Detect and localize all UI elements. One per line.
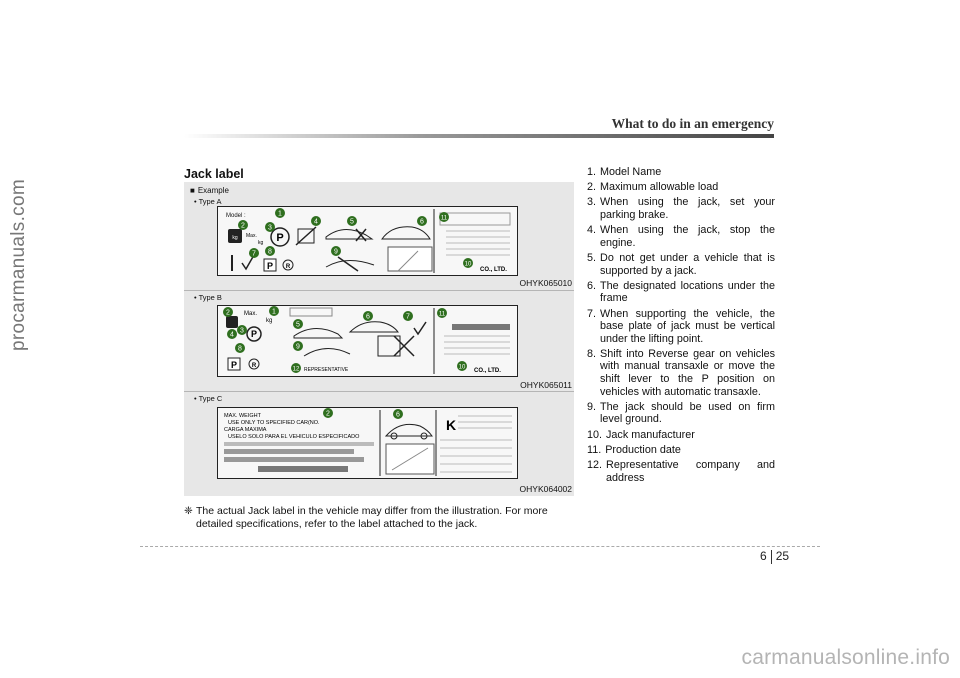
svg-text:2: 2 bbox=[326, 411, 330, 418]
type-b-representative-text: REPRESENTATIVE bbox=[304, 367, 349, 373]
svg-text:4: 4 bbox=[230, 332, 234, 339]
svg-text:12: 12 bbox=[293, 367, 300, 373]
type-b-kg-text: kg bbox=[266, 318, 272, 324]
type-b-company-text: CO., LTD. bbox=[474, 368, 501, 374]
svg-text:11: 11 bbox=[439, 312, 446, 318]
svg-text:2: 2 bbox=[241, 223, 245, 230]
svg-text:4: 4 bbox=[314, 219, 318, 226]
svg-text:kg: kg bbox=[232, 235, 238, 241]
list-item: 5.Do not get under a vehicle that is sup… bbox=[587, 251, 775, 277]
type-c-label: • Type C bbox=[194, 394, 223, 403]
type-b-label-graphic: 2 Max. kg 1 P 3 4 5 6 7 P 8 R 9 12 bbox=[223, 306, 510, 374]
list-item: 2.Maximum allowable load bbox=[587, 181, 719, 194]
svg-text:P: P bbox=[251, 329, 257, 339]
example-text: Example bbox=[197, 186, 229, 195]
example-label: ■Example bbox=[190, 186, 229, 195]
type-c-line1-text: MAX. WEIGHT bbox=[224, 413, 262, 419]
watermark-text: procarmanuals.com bbox=[8, 179, 30, 351]
figure-divider bbox=[184, 290, 574, 291]
type-a-max-text: Max. bbox=[246, 233, 257, 239]
list-item: 6.The designated locations under the fra… bbox=[587, 279, 775, 305]
footer-watermark: carmanualsonline.info bbox=[741, 646, 950, 669]
type-c-label-graphic: MAX. WEIGHT USE ONLY TO SPECIFIED CAR(NO… bbox=[224, 408, 512, 476]
svg-text:3: 3 bbox=[240, 328, 244, 335]
svg-text:2: 2 bbox=[226, 310, 230, 317]
type-b-label: • Type B bbox=[194, 293, 222, 302]
svg-text:1: 1 bbox=[278, 211, 282, 218]
footer-dashed-rule bbox=[140, 546, 820, 547]
type-a-label-graphic: Model : 1 kg 2 Max. kg P 3 4 5 6 bbox=[226, 208, 511, 273]
svg-text:6: 6 bbox=[366, 314, 370, 321]
svg-text:6: 6 bbox=[420, 219, 424, 226]
note-text: The actual Jack label in the vehicle may… bbox=[196, 505, 548, 530]
square-bullet-icon: ■ bbox=[190, 186, 195, 195]
svg-text:9: 9 bbox=[296, 344, 300, 351]
list-item: 10.Jack manufacturer bbox=[587, 428, 695, 441]
list-item: 11.Production date bbox=[587, 443, 681, 456]
svg-text:P: P bbox=[276, 232, 283, 244]
chapter-number: 6 bbox=[760, 549, 767, 563]
list-item: 12.Representative company and address bbox=[587, 459, 775, 484]
svg-text:10: 10 bbox=[459, 365, 466, 371]
header-rule bbox=[184, 134, 774, 138]
section-title: Jack label bbox=[184, 167, 244, 181]
svg-text:3: 3 bbox=[268, 225, 272, 232]
svg-text:1: 1 bbox=[272, 309, 276, 316]
type-b-max-text: Max. bbox=[244, 311, 257, 317]
side-watermark: procarmanuals.com bbox=[2, 150, 36, 380]
type-b-jack-label: 2 Max. kg 1 P 3 4 5 6 7 P 8 R 9 12 bbox=[217, 305, 518, 377]
svg-text:6: 6 bbox=[396, 412, 400, 419]
type-c-figure-code: OHYK064002 bbox=[519, 484, 572, 494]
svg-text:5: 5 bbox=[350, 219, 354, 226]
type-a-label: • Type A bbox=[194, 197, 222, 206]
page-number-separator bbox=[770, 549, 772, 564]
list-item: 3.When using the jack, set your parking … bbox=[587, 196, 775, 221]
svg-text:9: 9 bbox=[334, 249, 338, 256]
svg-text:10: 10 bbox=[465, 262, 472, 268]
svg-text:K: K bbox=[446, 417, 456, 433]
figure-divider bbox=[184, 391, 574, 392]
svg-text:R: R bbox=[252, 363, 257, 369]
svg-text:P: P bbox=[267, 261, 273, 271]
type-c-line4-text: USELO SOLO PARA EL VEHICULO ESPECIFICADO bbox=[228, 434, 360, 440]
list-item: 7.When supporting the vehicle, the base … bbox=[587, 307, 775, 345]
list-item: 8.Shift into Reverse gear on vehicles wi… bbox=[587, 347, 775, 398]
page-number: 6 25 bbox=[760, 549, 789, 564]
list-item: 4.When using the jack, stop the engine. bbox=[587, 224, 775, 249]
type-b-figure-code: OHYK065011 bbox=[520, 380, 572, 390]
type-a-jack-label: Model : 1 kg 2 Max. kg P 3 4 5 6 bbox=[217, 206, 518, 276]
note-symbol-icon: ❈ bbox=[184, 505, 193, 517]
svg-text:8: 8 bbox=[268, 249, 272, 256]
note: ❈ The actual Jack label in the vehicle m… bbox=[184, 505, 574, 530]
svg-text:R: R bbox=[286, 264, 291, 270]
type-c-jack-label: MAX. WEIGHT USE ONLY TO SPECIFIED CAR(NO… bbox=[217, 407, 518, 479]
type-c-line2-text: USE ONLY TO SPECIFIED CAR(NO. bbox=[228, 420, 320, 426]
page-number-value: 25 bbox=[775, 549, 790, 563]
type-a-kg-text: kg bbox=[258, 240, 264, 246]
svg-text:7: 7 bbox=[252, 251, 256, 258]
svg-text:7: 7 bbox=[406, 314, 410, 321]
type-a-model-text: Model : bbox=[226, 213, 246, 219]
page-header-title: What to do in an emergency bbox=[611, 116, 774, 131]
svg-text:11: 11 bbox=[441, 216, 448, 222]
svg-text:5: 5 bbox=[296, 322, 300, 329]
svg-text:P: P bbox=[231, 360, 237, 370]
svg-text:8: 8 bbox=[238, 346, 242, 353]
jack-label-legend-list: 1.Model Name 2.Maximum allowable load 3.… bbox=[587, 166, 775, 487]
list-item: 1.Model Name bbox=[587, 166, 662, 178]
type-a-company-text: CO., LTD. bbox=[480, 267, 507, 273]
list-item: 9.The jack should be used on firm level … bbox=[587, 400, 775, 426]
type-c-line3-text: CARGA MAXIMA bbox=[224, 427, 267, 433]
jack-label-figure: ■Example • Type A Model : 1 kg 2 Max. kg… bbox=[184, 182, 574, 496]
type-a-figure-code: OHYK065010 bbox=[519, 278, 572, 288]
